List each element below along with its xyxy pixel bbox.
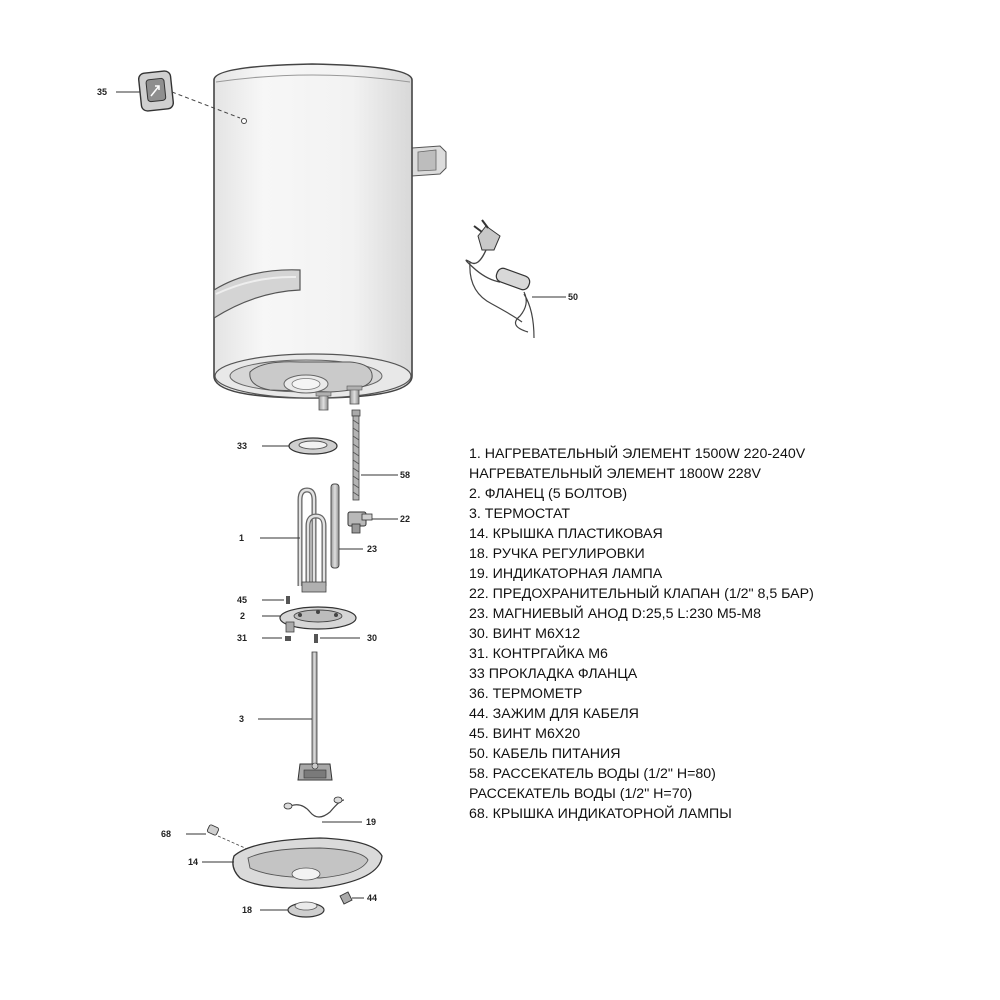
callout-14: 14 (188, 857, 198, 867)
callout-68: 68 (161, 829, 171, 839)
callout-31: 31 (237, 633, 247, 643)
legend-item: 3. ТЕРМОСТАТ (469, 506, 571, 522)
callout-33: 33 (237, 441, 247, 451)
water-heater-tank (213, 63, 447, 411)
callout-58: 58 (400, 470, 410, 480)
part-31-locknut (262, 636, 291, 641)
callout-35: 35 (97, 87, 107, 97)
legend-item: 23. МАГНИЕВЫЙ АНОД D:25,5 L:230 M5-M8 (469, 606, 762, 622)
callout-19: 19 (366, 817, 376, 827)
legend-item: 30. ВИНТ М6Х12 (469, 626, 581, 642)
part-50-power-cable (465, 219, 566, 339)
callout-23: 23 (367, 544, 377, 554)
callout-1: 1 (239, 533, 244, 543)
callout-22: 22 (400, 514, 410, 524)
legend-item: 1. НАГРЕВАТЕЛЬНЫЙ ЭЛЕМЕНТ 1500W 220-240V (469, 446, 806, 462)
legend-item: 58. РАССЕКАТЕЛЬ ВОДЫ (1/2" H=80) (469, 766, 716, 782)
part-58-water-diffuser (351, 409, 398, 501)
callout-45: 45 (237, 595, 247, 605)
legend-item: 50. КАБЕЛЬ ПИТАНИЯ (469, 746, 621, 762)
part-30-screw (314, 634, 360, 643)
part-22-safety-valve (347, 511, 398, 534)
part-68-lamp-cover (186, 824, 255, 853)
part-18-control-knob (260, 901, 325, 918)
part-3-thermostat (258, 651, 333, 781)
legend-item: 44. ЗАЖИМ ДЛЯ КАБЕЛЯ (469, 706, 639, 722)
part-1-heating-element (260, 487, 327, 593)
part-23-magnesium-anode (330, 483, 363, 569)
callout-18: 18 (242, 905, 252, 915)
callout-50: 50 (568, 292, 578, 302)
legend-item: 31. КОНТРГАЙКА М6 (469, 646, 608, 662)
callout-44: 44 (367, 893, 377, 903)
legend-item: РАССЕКАТЕЛЬ ВОДЫ (1/2" H=70) (469, 786, 693, 802)
legend-item: 36. ТЕРМОМЕТР (469, 686, 583, 702)
part-19-indicator-lamp (283, 796, 362, 823)
part-45-screw (262, 596, 290, 604)
part-2-flange (262, 606, 357, 633)
legend-item: 68. КРЫШКА ИНДИКАТОРНОЙ ЛАМПЫ (469, 806, 732, 822)
legend-item: 45. ВИНТ М6Х20 (469, 726, 581, 742)
callout-2: 2 (240, 611, 245, 621)
legend-item: 18. РУЧКА РЕГУЛИРОВКИ (469, 546, 645, 562)
pipe-stubs (315, 385, 363, 411)
callout-labels: 35 50 33 58 22 1 23 45 2 31 30 3 19 68 1… (97, 87, 578, 915)
parts-legend: 1. НАГРЕВАТЕЛЬНЫЙ ЭЛЕМЕНТ 1500W 220-240V… (469, 444, 814, 824)
legend-item: 14. КРЫШКА ПЛАСТИКОВАЯ (469, 526, 663, 542)
legend-item: 19. ИНДИКАТОРНАЯ ЛАМПА (469, 566, 663, 582)
callout-3: 3 (239, 714, 244, 724)
part-33-flange-gasket (262, 437, 338, 455)
legend-item: 33 ПРОКЛАДКА ФЛАНЦА (469, 666, 638, 682)
legend-item: 22. ПРЕДОХРАНИТЕЛЬНЫЙ КЛАПАН (1/2" 8,5 Б… (469, 586, 814, 602)
part-44-cable-clamp (339, 891, 364, 905)
callout-30: 30 (367, 633, 377, 643)
part-35-thermometer (116, 70, 241, 119)
part-14-plastic-cover (202, 837, 383, 889)
legend-item: 2. ФЛАНЕЦ (5 БОЛТОВ) (469, 486, 628, 502)
legend-item: НАГРЕВАТЕЛЬНЫЙ ЭЛЕМЕНТ 1800W 228V (469, 466, 762, 482)
